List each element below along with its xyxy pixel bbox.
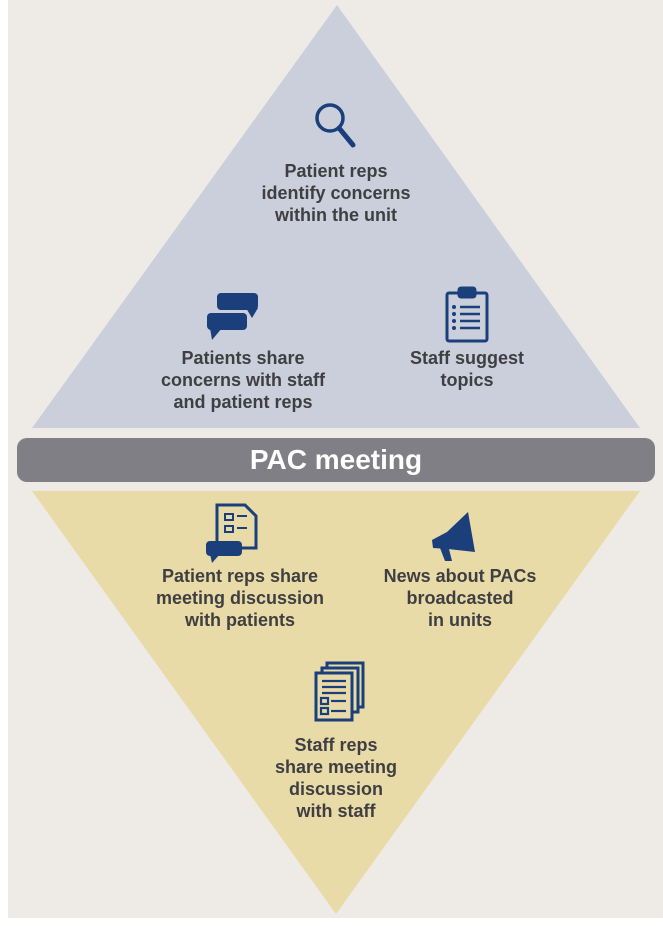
clipboard-list-icon <box>445 286 489 343</box>
bottom-item-2-label: News about PACs broadcasted in units <box>383 566 537 630</box>
top-item-3-label: Staff suggest topics <box>409 348 525 390</box>
center-bar-label: PAC meeting <box>249 444 423 475</box>
center-bar: PAC meeting <box>17 438 655 482</box>
bottom-item-3-label: Staff reps share meeting discussion with… <box>274 735 398 821</box>
bottom-item-1-label: Patient reps share meeting discussion wi… <box>155 566 325 630</box>
magnifier-icon <box>315 103 356 148</box>
document-stack-icon <box>314 661 365 722</box>
chat-bubbles-icon <box>207 293 258 340</box>
megaphone-icon <box>432 512 475 561</box>
document-chat-icon <box>206 503 258 563</box>
top-item-2-label: Patients share concerns with staff and p… <box>160 348 326 412</box>
top-item-1-label: Patient reps identify concerns within th… <box>261 161 411 225</box>
